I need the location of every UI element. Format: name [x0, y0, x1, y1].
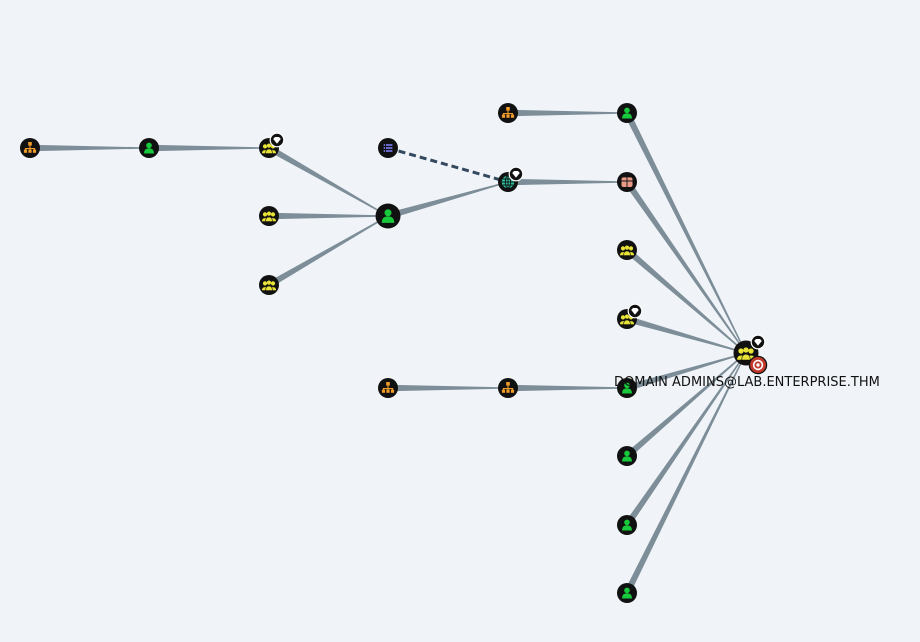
edge-n1-n2[interactable]: [30, 144, 149, 152]
graph-node-target[interactable]: [733, 334, 768, 375]
graph-node-n5[interactable]: [259, 275, 279, 295]
user-icon: [622, 107, 632, 119]
graph-node-n14[interactable]: [378, 378, 398, 398]
ou-icon: [381, 382, 395, 393]
edge-n9-n10[interactable]: [508, 109, 627, 117]
graph-node-n13[interactable]: [617, 303, 643, 329]
gem-icon: [627, 303, 643, 319]
edge-n7-n8[interactable]: [387, 146, 509, 184]
gem-icon: [750, 334, 766, 350]
edge-n6-n8[interactable]: [387, 181, 509, 220]
edge-n18-target[interactable]: [624, 352, 747, 527]
edge-n4-n6[interactable]: [269, 212, 388, 220]
graph-node-n19[interactable]: [617, 583, 637, 603]
graph-node-n4[interactable]: [259, 206, 279, 226]
edge-n8-n11[interactable]: [508, 178, 627, 186]
group-icon: [736, 347, 756, 361]
edge-n3-n6[interactable]: [267, 145, 389, 217]
graph-node-n3[interactable]: [259, 132, 285, 158]
group-icon: [261, 280, 277, 291]
group-icon: [619, 314, 635, 325]
edge-n19-target[interactable]: [624, 352, 747, 595]
graph-node-n6[interactable]: [375, 203, 401, 229]
edge-n15-n16[interactable]: [508, 384, 627, 392]
edge-n17-target[interactable]: [624, 352, 747, 459]
ou-icon: [501, 107, 515, 118]
graph-node-n11[interactable]: [617, 172, 637, 192]
edge-n11-target[interactable]: [624, 180, 747, 354]
graph-node-n15[interactable]: [498, 378, 518, 398]
graph-node-n1[interactable]: [20, 138, 40, 158]
ou-icon: [23, 142, 37, 153]
globe-icon: [501, 175, 515, 189]
edge-n10-target[interactable]: [624, 111, 747, 354]
nodes-layer: [20, 103, 768, 603]
graph-node-n17[interactable]: [617, 446, 637, 466]
user-icon: [144, 142, 154, 154]
graph-node-n18[interactable]: [617, 515, 637, 535]
edge-n5-n6[interactable]: [267, 215, 389, 288]
group-icon: [261, 143, 277, 154]
group-icon: [619, 245, 635, 256]
graph-node-n10[interactable]: [617, 103, 637, 123]
box-icon: [621, 177, 633, 187]
edge-n13-target[interactable]: [626, 315, 747, 354]
gem-icon: [269, 132, 285, 148]
edge-n14-n15[interactable]: [388, 384, 508, 392]
graph-node-n2[interactable]: [139, 138, 159, 158]
user-icon: [622, 382, 632, 394]
graph-node-n12[interactable]: [617, 240, 637, 260]
target-icon: [748, 355, 768, 375]
ou-icon: [501, 382, 515, 393]
edge-n16-target[interactable]: [626, 352, 747, 392]
user-icon: [381, 209, 395, 223]
edge-n2-n3[interactable]: [149, 144, 269, 152]
group-icon: [261, 211, 277, 222]
user-icon: [622, 587, 632, 599]
gem-icon: [508, 166, 524, 182]
edges-layer: [30, 109, 747, 595]
user-icon: [622, 450, 632, 462]
user-icon: [622, 519, 632, 531]
graph-node-n8[interactable]: [498, 166, 524, 192]
graph-node-n9[interactable]: [498, 103, 518, 123]
list-icon: [383, 144, 393, 152]
edge-n12-target[interactable]: [624, 247, 747, 354]
graph-node-n16[interactable]: [617, 378, 637, 398]
graph-node-n7[interactable]: [378, 138, 398, 158]
